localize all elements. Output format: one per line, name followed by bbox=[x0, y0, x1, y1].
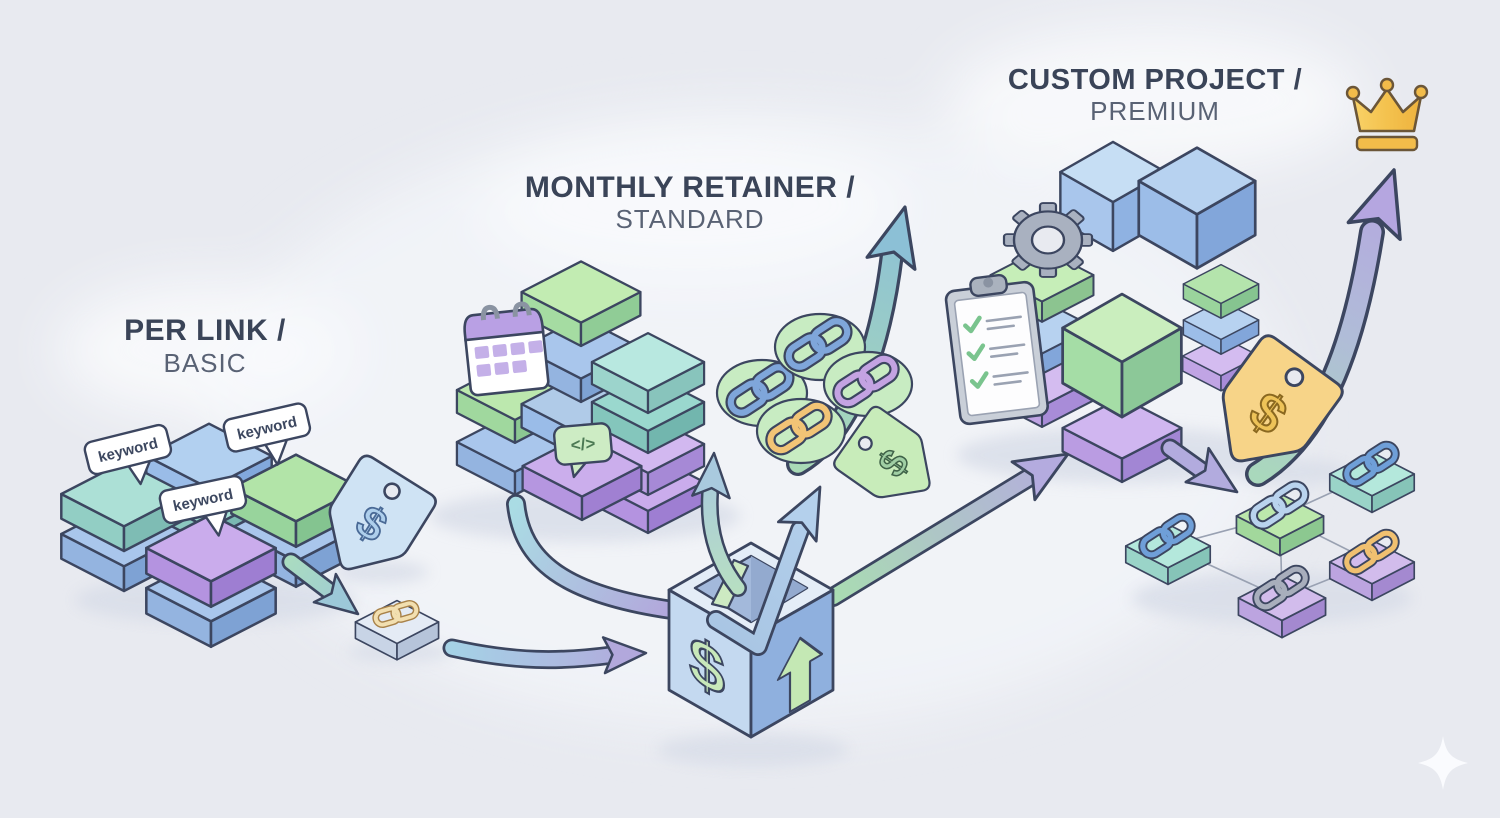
tier-standard-title: MONTHLY RETAINER / bbox=[525, 171, 855, 204]
tier-basic-subtitle: BASIC bbox=[163, 348, 246, 378]
crown-icon bbox=[1345, 77, 1429, 152]
clipboard-icon bbox=[944, 273, 1049, 426]
link-badges bbox=[715, 314, 914, 465]
arrow-bucket-to-premium bbox=[823, 433, 1081, 607]
price-tag-green: $ bbox=[830, 402, 951, 520]
link-network bbox=[1124, 442, 1416, 639]
tier-premium-subtitle: PREMIUM bbox=[1090, 96, 1220, 126]
growth-arrow-icon bbox=[776, 636, 824, 714]
price-tag-blue: $ bbox=[305, 451, 441, 593]
tier-basic-title: PER LINK / bbox=[124, 314, 286, 347]
tier-standard-label: MONTHLY RETAINER / STANDARD bbox=[525, 171, 855, 234]
arrow-bucket-up-left bbox=[691, 450, 747, 597]
keyword-bubble: keyword bbox=[222, 402, 312, 466]
arrow-standard-to-bucket bbox=[506, 494, 682, 620]
gear-icon bbox=[1002, 202, 1094, 278]
link-badge bbox=[822, 352, 914, 418]
arrow-premium-to-network bbox=[1160, 438, 1250, 511]
code-bubble: </> bbox=[553, 422, 613, 479]
sparkle-icon bbox=[1418, 736, 1468, 790]
tier-premium-label: CUSTOM PROJECT / PREMIUM bbox=[1008, 64, 1302, 126]
tier-basic-label: PER LINK / BASIC bbox=[124, 314, 286, 378]
link-badge bbox=[755, 399, 847, 465]
tier-premium-title: CUSTOM PROJECT / bbox=[1008, 64, 1302, 96]
price-tag-yellow: $ bbox=[1193, 330, 1348, 490]
tier-standard-subtitle: STANDARD bbox=[615, 204, 764, 234]
code-label: </> bbox=[570, 434, 596, 455]
keyword-bubble: keyword bbox=[158, 474, 248, 537]
arrow-bucket-up-right bbox=[706, 475, 841, 656]
keyword-bubble: keyword bbox=[83, 423, 173, 486]
calendar-icon bbox=[463, 301, 550, 397]
arrow-basic-to-link bbox=[281, 552, 371, 630]
arrow-link-to-bucket bbox=[442, 633, 649, 675]
